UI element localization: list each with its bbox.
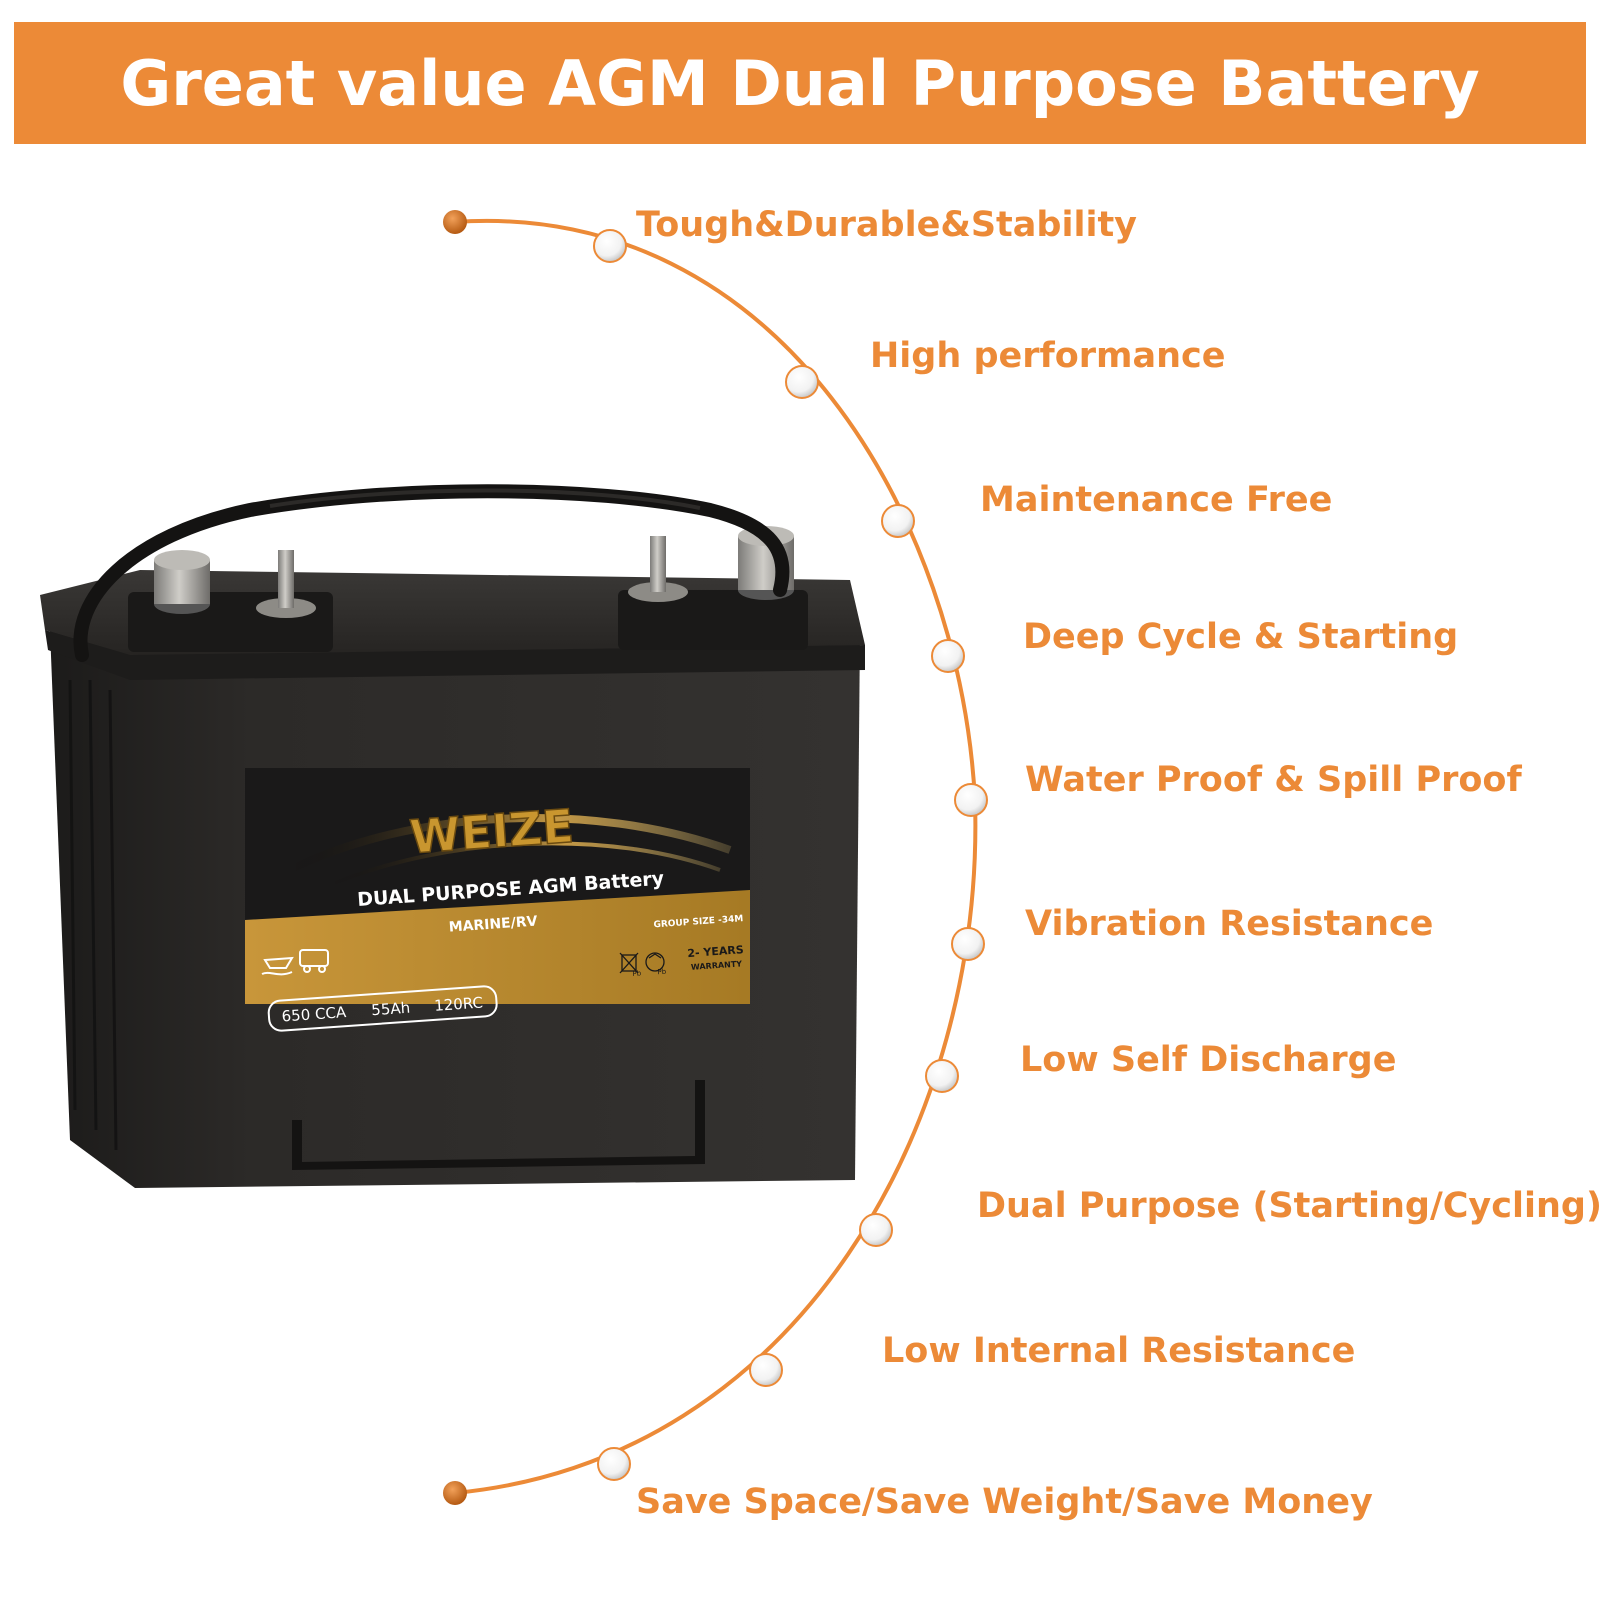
battery-side-ribs [68,679,118,1151]
stud-right [650,536,666,592]
arc-nodes [593,229,988,1481]
arc-node [931,639,965,673]
battery-label: WEIZE DUAL PURPOSE AGM Battery MARINE/RV… [245,768,750,1032]
terminal-block-right [618,590,808,650]
battery-bottom-grip [292,1080,705,1170]
battery-handle-grip [269,488,701,510]
page-title: Great value AGM Dual Purpose Battery [120,46,1480,120]
recycle-icon [645,952,665,972]
spec-pill [267,985,498,1032]
spec-cca: 650 CCA [281,1003,347,1026]
feature-label: Low Self Discharge [1020,1040,1397,1080]
stud-left [278,550,294,608]
feature-label: Dual Purpose (Starting/Cycling) [977,1186,1600,1226]
title-banner: Great value AGM Dual Purpose Battery [14,22,1586,144]
spec-capacity: 55Ah [371,999,411,1020]
feature-label: High performance [870,336,1226,376]
feature-label: Deep Cycle & Starting [1023,617,1459,657]
warranty-years: 2- YEARS [687,943,744,960]
arc-node [925,1059,959,1093]
arc-node [881,504,915,538]
feature-label: Maintenance Free [980,480,1333,520]
arc-node [951,927,985,961]
product-use: MARINE/RV [448,914,538,936]
pb-mark: Pb [657,968,667,977]
arc-node [749,1353,783,1387]
feature-label: Vibration Resistance [1025,904,1434,944]
boat-icon [261,956,294,976]
feature-label: Tough&Durable&Stability [636,205,1137,245]
arc-endpoint-top [443,210,467,234]
arc-node [597,1447,631,1481]
terminal-post-left-top [154,550,210,570]
battery-lid-rim [45,630,865,680]
arc-node [859,1213,893,1247]
arc-node [785,365,819,399]
rv-icon [299,949,329,973]
pb-mark: Pb [632,969,642,978]
warranty-text: WARRANTY [691,959,743,972]
arc-endpoint-bottom [443,1481,467,1505]
arc-node [954,783,988,817]
feature-label: Save Space/Save Weight/Save Money [636,1482,1373,1522]
feature-label: Water Proof & Spill Proof [1025,760,1522,800]
feature-label: Low Internal Resistance [882,1331,1356,1371]
battery-image: WEIZE DUAL PURPOSE AGM Battery MARINE/RV… [40,484,865,1188]
arc-node [593,229,627,263]
recycle-bin-icon [619,952,639,974]
brand-logo: WEIZE [408,799,575,864]
spec-reserve: 120RC [434,994,484,1015]
